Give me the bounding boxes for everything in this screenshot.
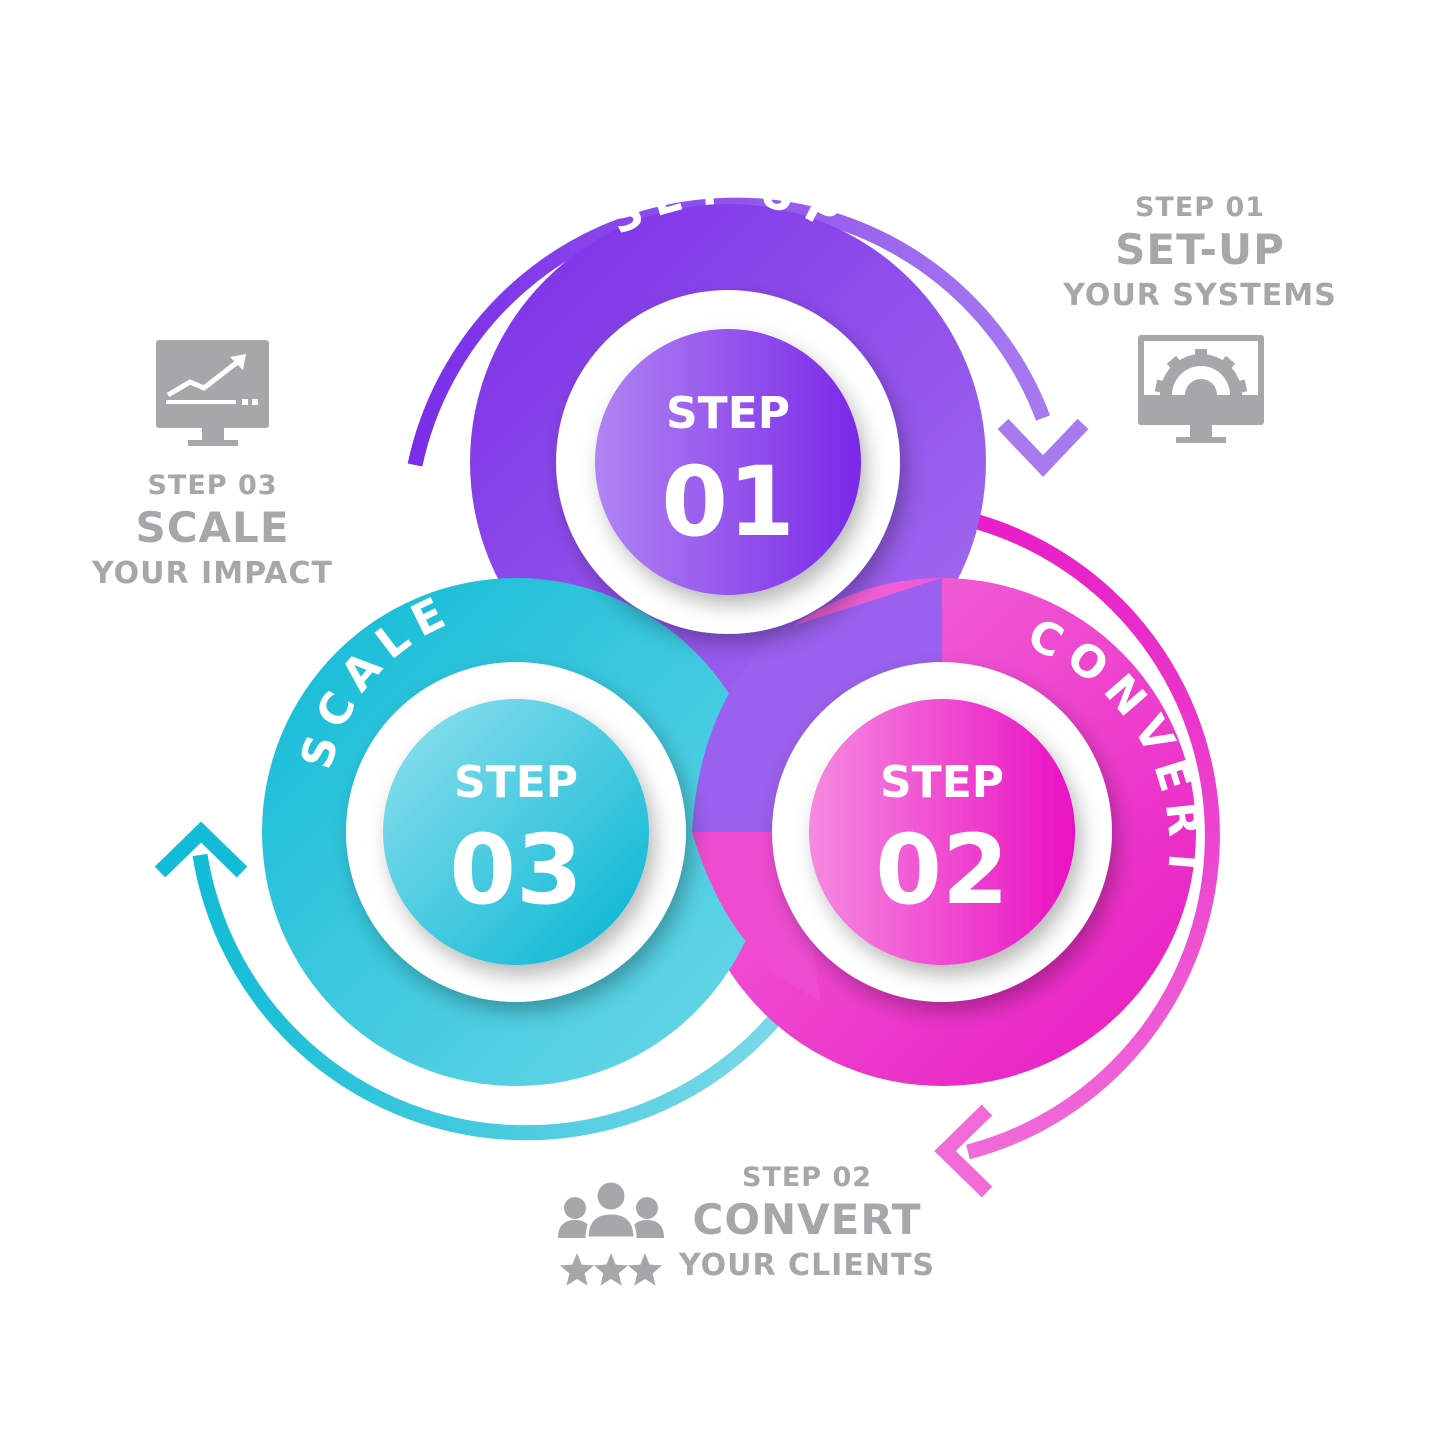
- monitor-gear-icon: [1138, 335, 1264, 443]
- badge-step-01: [595, 329, 861, 595]
- badge-03-number: 03: [449, 814, 583, 926]
- step-03-desc: YOUR IMPACT: [91, 556, 333, 591]
- step-01-desc: YOUR SYSTEMS: [1063, 278, 1337, 313]
- people-stars-icon: [558, 1179, 664, 1286]
- badge-03-step-label: STEP: [454, 757, 578, 808]
- badge-01-number: 01: [661, 446, 795, 558]
- step-03-small-label: STEP 03: [147, 470, 278, 501]
- step-02-small-label: STEP 02: [741, 1162, 873, 1193]
- step-03-title: SCALE: [135, 503, 290, 552]
- step-01-small-label: STEP 01: [1134, 192, 1266, 223]
- badge-step-03: [383, 699, 649, 965]
- step-01-title: SET-UP: [1115, 225, 1285, 274]
- arrow-cyan: [154, 821, 782, 1141]
- step-02-title: CONVERT: [692, 1195, 922, 1244]
- arrow-magenta: [934, 514, 1220, 1198]
- badge-02-number: 02: [875, 814, 1009, 926]
- badge-01-step-label: STEP: [666, 388, 790, 439]
- badge-02-step-label: STEP: [880, 757, 1004, 808]
- step-02-description: STEP 02 CONVERT YOUR CLIENTS: [672, 1162, 942, 1283]
- badge-step-02: [809, 699, 1075, 965]
- monitor-growth-chart-icon: [156, 340, 269, 446]
- step-01-description: STEP 01 SET-UP YOUR SYSTEMS: [1055, 192, 1345, 313]
- step-03-description: STEP 03 SCALE YOUR IMPACT: [75, 470, 350, 591]
- step-02-desc: YOUR CLIENTS: [678, 1248, 936, 1283]
